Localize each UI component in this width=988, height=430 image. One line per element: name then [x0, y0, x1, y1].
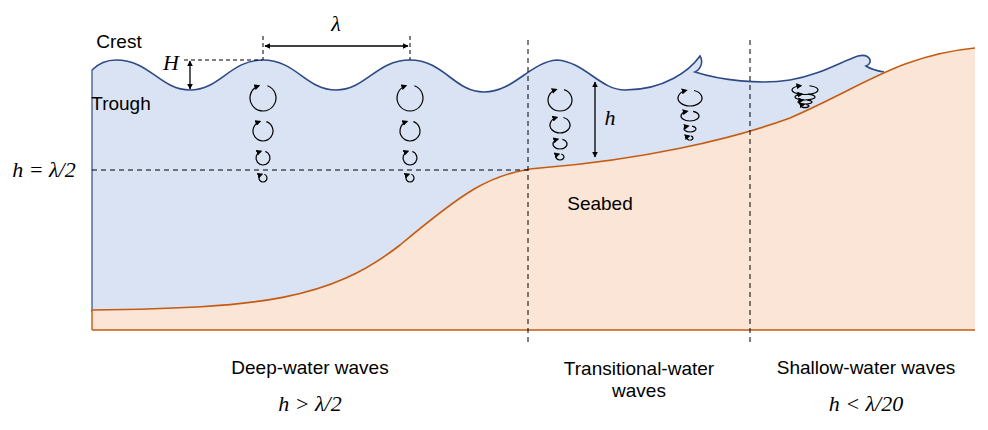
- depth-symbol: h: [605, 105, 616, 130]
- orbit: [250, 86, 276, 111]
- orbit: [550, 117, 570, 133]
- orbit: [684, 126, 696, 132]
- seabed-line: [92, 48, 975, 310]
- orbit: [400, 122, 420, 141]
- height-arrow: [189, 61, 190, 89]
- height-guide: [184, 60, 262, 61]
- zone-condition: h < λ/20: [829, 391, 904, 416]
- crest-guide: [410, 36, 411, 60]
- orbit: [256, 151, 270, 165]
- zone-divider: [750, 40, 751, 345]
- orbit: [553, 139, 567, 149]
- depth-threshold: h = λ/2: [12, 157, 76, 182]
- zone-name: Transitional-water waves: [539, 358, 739, 402]
- orbit: [801, 105, 809, 108]
- orbit: [259, 174, 267, 182]
- seabed-left: [91, 310, 92, 330]
- height-symbol: H: [163, 50, 179, 75]
- orbit: [687, 136, 693, 140]
- water-surface: [92, 55, 884, 92]
- orbit: [253, 122, 273, 141]
- orbit: [548, 90, 572, 111]
- seabed-fill: [92, 48, 975, 330]
- trough-label: Trough: [91, 93, 151, 115]
- seabed-base: [92, 329, 975, 330]
- wavelength-arrow: [265, 45, 408, 46]
- orbit: [397, 86, 423, 111]
- zone-condition: h > λ/2: [278, 391, 342, 416]
- orbit: [681, 111, 699, 121]
- zone-name: Deep-water waves: [231, 357, 388, 379]
- orbit: [403, 151, 417, 165]
- orbit: [406, 174, 414, 182]
- depth-arrow: [594, 82, 595, 157]
- particle-orbits: [250, 86, 818, 182]
- crest-label: Crest: [96, 31, 141, 53]
- zone-name: Shallow-water waves: [777, 357, 955, 379]
- orbit: [792, 86, 818, 95]
- orbit: [798, 100, 812, 104]
- depth-guide: [92, 170, 528, 171]
- seabed-label: Seabed: [567, 193, 633, 215]
- orbit: [678, 90, 702, 106]
- orbit: [556, 154, 564, 160]
- crest-guide: [263, 36, 264, 60]
- wavelength-symbol: λ: [331, 11, 341, 36]
- orbit: [795, 94, 815, 100]
- zone-divider: [528, 40, 529, 345]
